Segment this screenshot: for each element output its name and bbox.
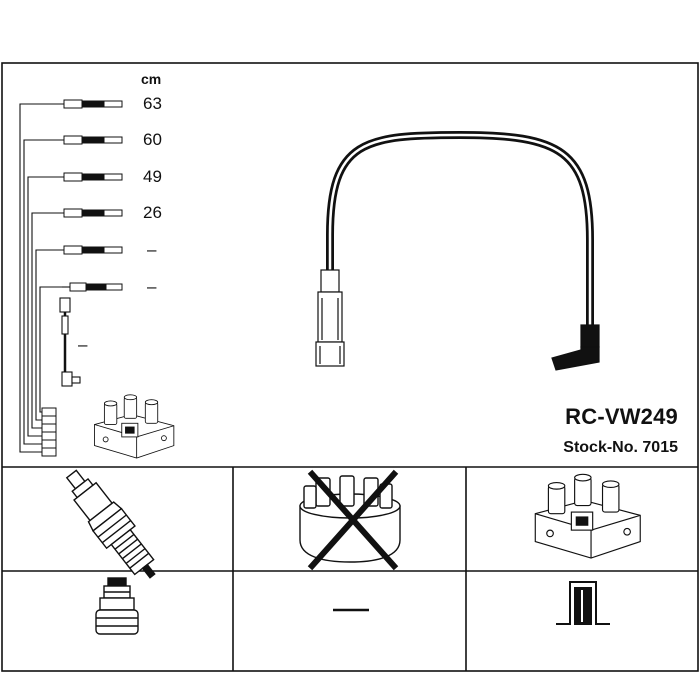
spark-plug-icon bbox=[65, 469, 156, 579]
angled-boot bbox=[551, 324, 600, 371]
unit-label: cm bbox=[141, 71, 162, 87]
lead-connector-6 bbox=[69, 282, 123, 292]
connector-boot-icon bbox=[95, 577, 139, 635]
lead-connector-4 bbox=[63, 208, 123, 218]
cable-schematic bbox=[19, 103, 70, 453]
lead-length-4: 26 bbox=[143, 203, 162, 222]
lead-length-2: 60 bbox=[143, 130, 162, 149]
lead-connector-3 bbox=[63, 172, 123, 182]
harness-terminals bbox=[41, 407, 57, 457]
lead-length-1: 63 bbox=[143, 94, 162, 113]
lead-length-3: 49 bbox=[143, 167, 162, 186]
not-included-cross-icon bbox=[307, 469, 399, 571]
lead-connector-1 bbox=[63, 99, 123, 109]
coil-lead bbox=[59, 297, 81, 387]
model-number: RC-VW249 bbox=[565, 404, 678, 429]
frame-lines bbox=[1, 62, 699, 672]
lead-connector-2 bbox=[63, 135, 123, 145]
lead-length-6: – bbox=[147, 277, 157, 296]
lead-length-5: – bbox=[147, 240, 157, 259]
stock-number: Stock-No. 7015 bbox=[563, 439, 678, 456]
straight-boot bbox=[315, 269, 345, 367]
coil-lead-length: – bbox=[78, 335, 88, 354]
lead-connector-5 bbox=[63, 245, 123, 255]
ignition-lead-drawing bbox=[315, 130, 600, 371]
coil-pack-icon bbox=[534, 473, 641, 559]
coil-pack-small-icon bbox=[94, 394, 175, 459]
lead-connectors bbox=[63, 99, 123, 292]
connector-type-icon bbox=[556, 581, 610, 625]
